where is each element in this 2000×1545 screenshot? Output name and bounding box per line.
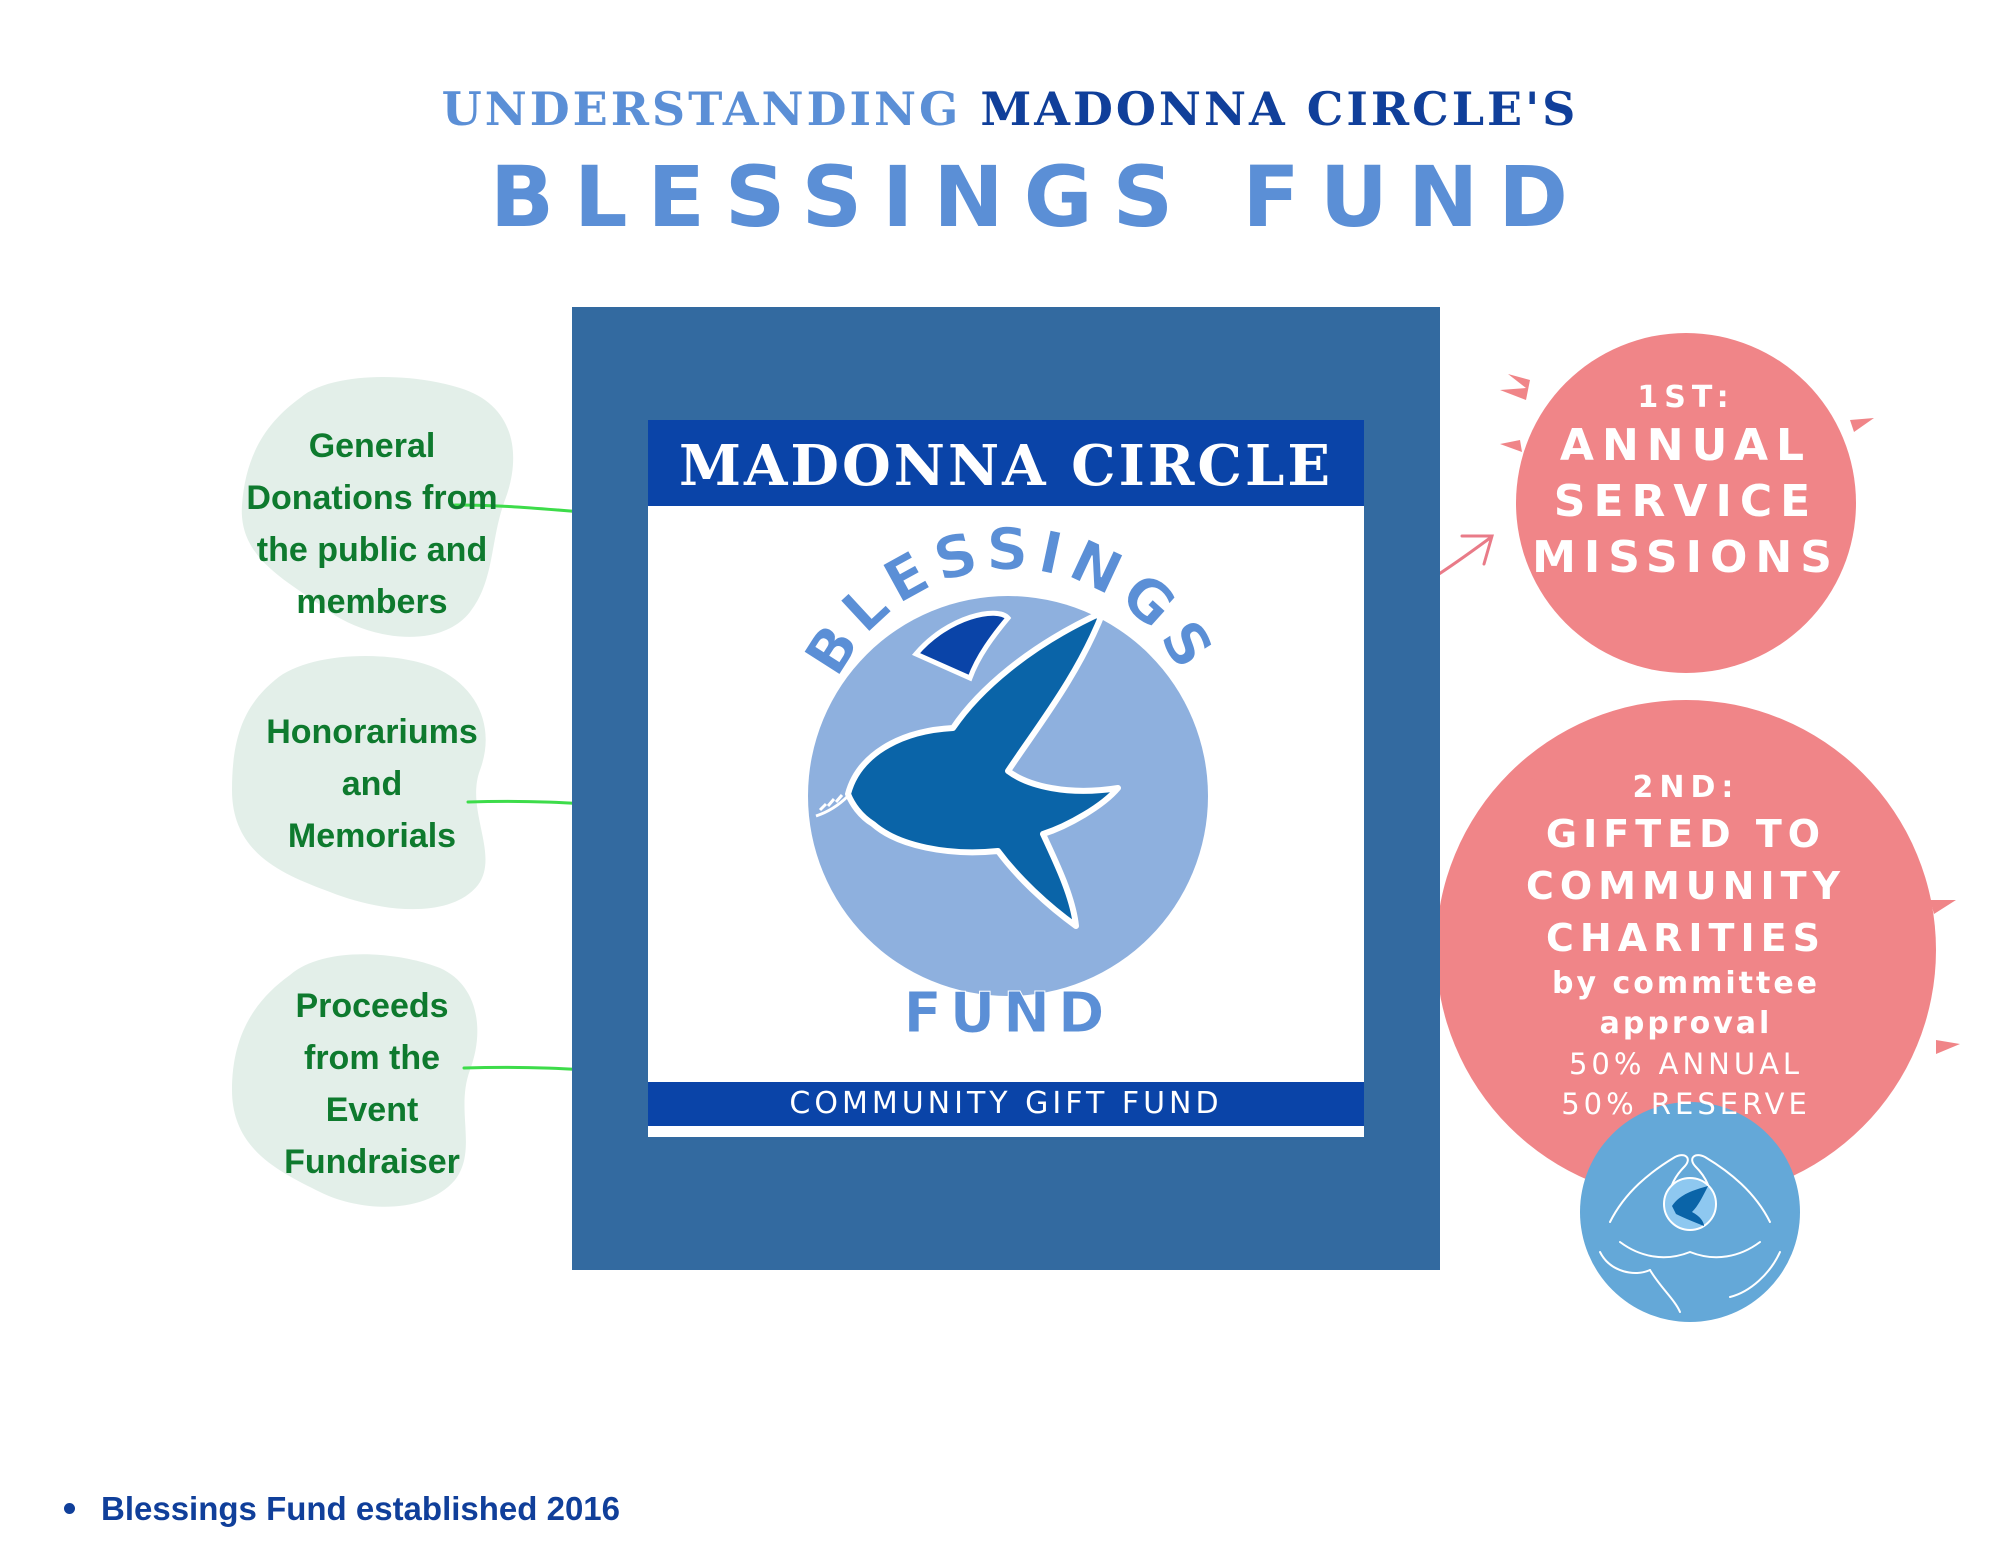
source-2-line-1: Honorariums xyxy=(266,713,478,751)
blessings-fund-logo: BLESSINGS FUND xyxy=(791,515,1224,1047)
source-1-line-1: General xyxy=(308,427,436,465)
source-3-line-3: Event xyxy=(325,1091,419,1129)
card-header: MADONNA CIRCLE xyxy=(648,420,1364,506)
title-prefix: UNDERSTANDING xyxy=(441,82,962,136)
source-1-line-2: Donations from xyxy=(246,479,498,517)
source-blob-2 xyxy=(232,656,486,910)
use-second-line-1: GIFTED TO xyxy=(1545,812,1827,856)
use-second-sub-1: by committee xyxy=(1551,966,1821,1001)
source-2-line-2: and xyxy=(341,765,403,803)
source-3-line-4: Fundraiser xyxy=(284,1143,460,1181)
use-second-line-2: COMMUNITY xyxy=(1525,864,1847,908)
title-org: MADONNA CIRCLE'S xyxy=(980,82,1579,136)
source-general-donations: General Donations from the public and me… xyxy=(222,420,522,628)
arrow-use-1-head xyxy=(1460,534,1494,566)
source-honorariums-memorials: Honorariums and Memorials xyxy=(222,706,522,862)
footnote: Blessings Fund established 2016 xyxy=(64,1490,620,1528)
source-event-fundraiser: Proceeds from the Event Fundraiser xyxy=(222,980,522,1188)
use-first-text: 1ST: ANNUAL SERVICE MISSIONS xyxy=(1516,378,1856,586)
source-blob-1 xyxy=(241,377,514,637)
source-3-line-2: from the xyxy=(304,1039,440,1077)
title-line-1: UNDERSTANDING MADONNA CIRCLE'S xyxy=(0,82,2000,136)
use-circle-1 xyxy=(1516,333,1856,673)
logo-card: MADONNA CIRCLE BLESSINGS FUND COMMUNITY … xyxy=(648,420,1364,1137)
use-second-split-2: 50% RESERVE xyxy=(1561,1087,1811,1121)
use-first-line-3: MISSIONS xyxy=(1532,532,1840,583)
page-title: BLESSINGS FUND xyxy=(490,148,1589,246)
use-first-line-1: ANNUAL xyxy=(1559,420,1813,471)
use-second-line-3: CHARITIES xyxy=(1546,916,1826,960)
source-2-line-3: Memorials xyxy=(287,817,457,855)
logo-text-fund: FUND xyxy=(903,981,1112,1046)
use-first-line-2: SERVICE xyxy=(1553,476,1819,527)
use-second-sub-2: approval xyxy=(1599,1006,1773,1041)
source-1-line-3: the public and xyxy=(256,531,488,569)
bullet-icon xyxy=(64,1502,75,1514)
use-second-text: 2ND: GIFTED TO COMMUNITY CHARITIES by co… xyxy=(1486,768,1886,1124)
use-first-rank: 1ST: xyxy=(1637,380,1735,415)
footnote-text: Blessings Fund established 2016 xyxy=(101,1490,621,1527)
use-second-rank: 2ND: xyxy=(1632,770,1740,805)
use-circle-2 xyxy=(1436,700,1936,1200)
source-3-line-1: Proceeds xyxy=(295,987,449,1025)
card-footer: COMMUNITY GIFT FUND xyxy=(648,1082,1364,1126)
source-blob-3 xyxy=(232,954,478,1207)
use-second-split-1: 50% ANNUAL xyxy=(1568,1047,1804,1081)
hands-dove-icon xyxy=(1599,1154,1781,1313)
dove-icon xyxy=(815,609,1121,929)
source-1-line-4: members xyxy=(296,583,448,621)
